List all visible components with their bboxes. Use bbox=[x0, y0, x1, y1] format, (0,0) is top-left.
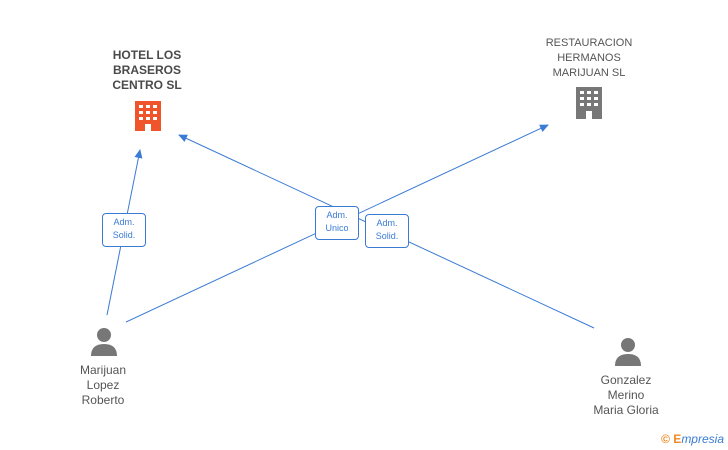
role-badge-adm-unico[interactable]: Adm. Unico bbox=[315, 206, 359, 240]
building-icon[interactable] bbox=[576, 87, 602, 119]
role-badge-adm-solid[interactable]: Adm. Solid. bbox=[102, 213, 146, 247]
copyright-symbol: © bbox=[661, 432, 670, 446]
brand-name: mpresia bbox=[681, 432, 724, 446]
building-icon[interactable] bbox=[135, 101, 161, 131]
person-name-gonzalez[interactable]: Gonzalez Merino Maria Gloria bbox=[593, 373, 659, 417]
person-icon[interactable] bbox=[615, 338, 641, 366]
brand-initial: E bbox=[673, 432, 682, 446]
company-name-restauracion[interactable]: RESTAURACION HERMANOS MARIJUAN SL bbox=[545, 37, 633, 79]
empresia-logo[interactable]: © Empresia bbox=[661, 432, 724, 446]
role-badge-adm-solid[interactable]: Adm. Solid. bbox=[365, 214, 409, 248]
company-name-hotel[interactable]: HOTEL LOS BRASEROS CENTRO SL bbox=[112, 48, 182, 92]
person-icon[interactable] bbox=[91, 328, 117, 356]
person-name-marijuan[interactable]: Marijuan Lopez Roberto bbox=[79, 363, 127, 407]
